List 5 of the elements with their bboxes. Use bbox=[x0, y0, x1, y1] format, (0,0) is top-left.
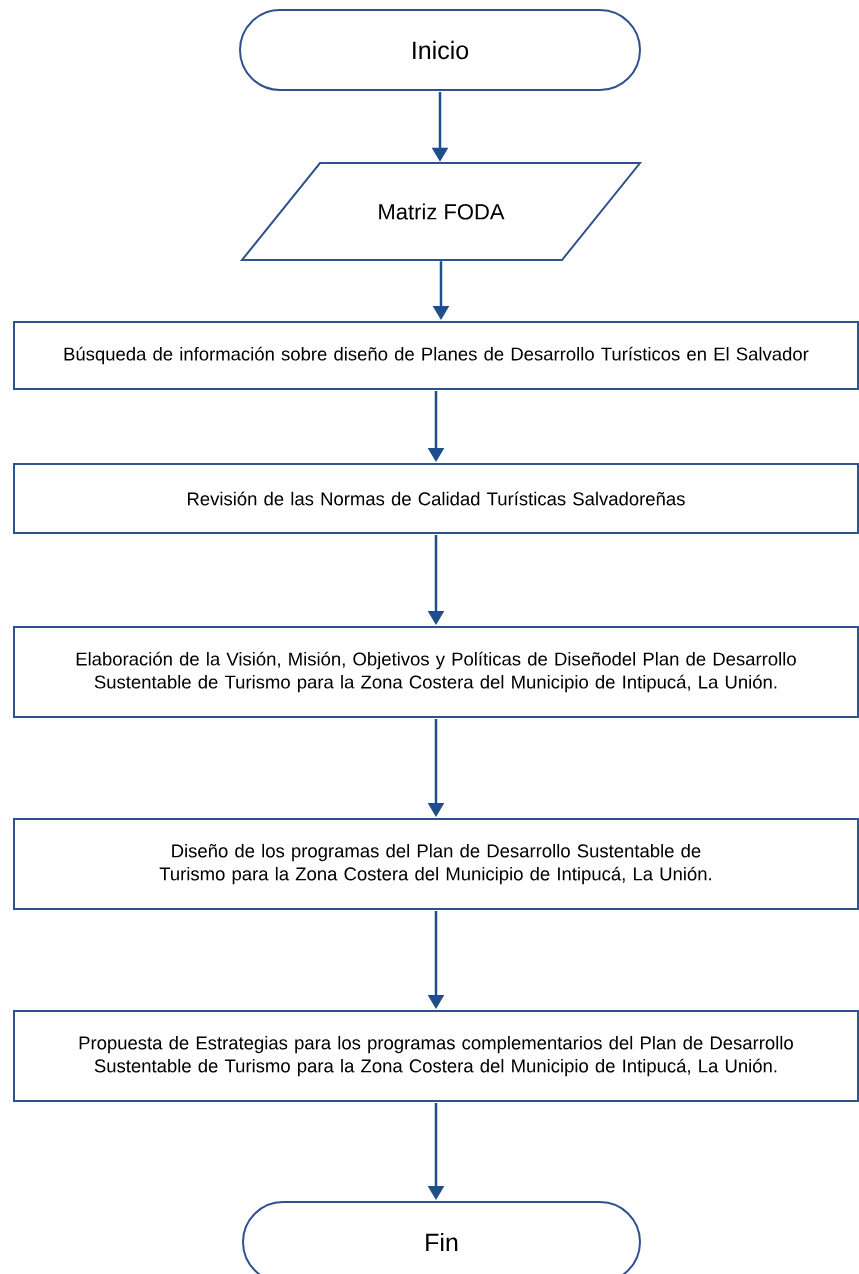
process-box: Revisión de las Normas de Calidad Turísticas Salvadoreñas bbox=[13, 463, 859, 534]
process-box: Propuesta de Estrategias para los programas complementarios del Plan de Desarrollo Sustentable de Turismo para la Zona Costera del Municipio de Intipucá, La Unión. bbox=[13, 1010, 859, 1102]
process-box: Búsqueda de información sobre diseño de Planes de Desarrollo Turísticos en El Salvador bbox=[13, 321, 859, 390]
process-box: Elaboración de la Visión, Misión, Objetivos y Políticas de Diseñodel Plan de Desarrollo Sustentable de Turismo para la Zona Costera del Municipio de Intipucá, La Unión. bbox=[13, 626, 859, 718]
process-box: Diseño de los programas del Plan de Desarrollo Sustentable de Turismo para la Zona Costera del Municipio de Intipucá, La Unión. bbox=[13, 818, 859, 910]
